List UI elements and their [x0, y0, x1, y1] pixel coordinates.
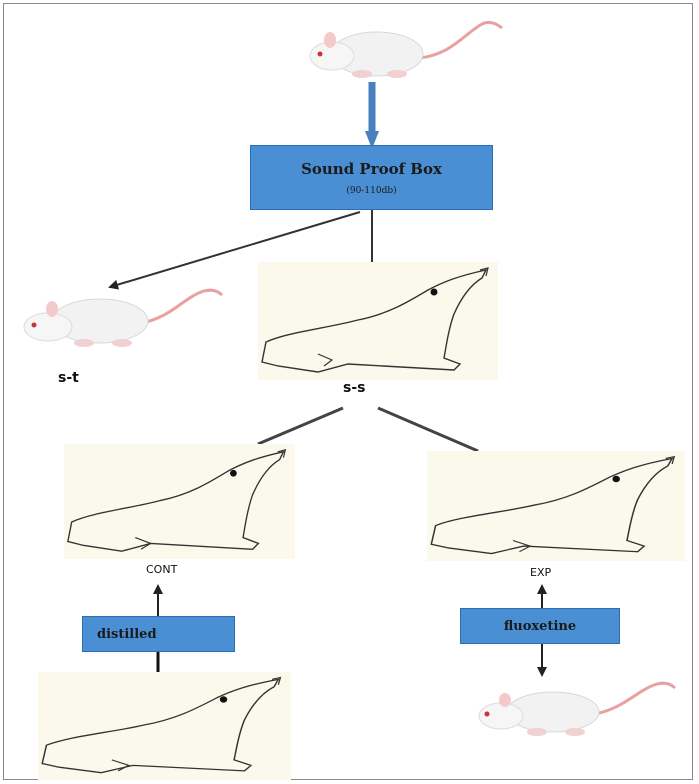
rat-sketch-exp [427, 451, 685, 561]
rat-sketch-bottom-left [38, 672, 291, 780]
rat-sketch-ss [258, 262, 498, 380]
distilled-label: distilled [97, 627, 157, 642]
sound-proof-box: Sound Proof Box (90-110db) [250, 145, 493, 210]
cont-label: CONT [146, 563, 177, 576]
exp-label: EXP [530, 566, 551, 579]
sound-proof-box-db: (90-110db) [346, 186, 396, 196]
line-to-exp [378, 408, 478, 451]
line-to-cont [258, 408, 343, 444]
ss-label: s-s [343, 380, 365, 396]
mouse-photo-bottom-right [465, 676, 680, 740]
rat-sketch-cont [64, 444, 295, 559]
st-label: s-t [58, 370, 79, 386]
fluoxetine-label: fluoxetine [504, 619, 576, 634]
distilled-box: distilled [82, 616, 235, 652]
sound-proof-box-title: Sound Proof Box [301, 160, 442, 178]
mouse-photo-top [292, 14, 507, 84]
mouse-photo-st [12, 283, 227, 353]
fluoxetine-box: fluoxetine [460, 608, 620, 644]
